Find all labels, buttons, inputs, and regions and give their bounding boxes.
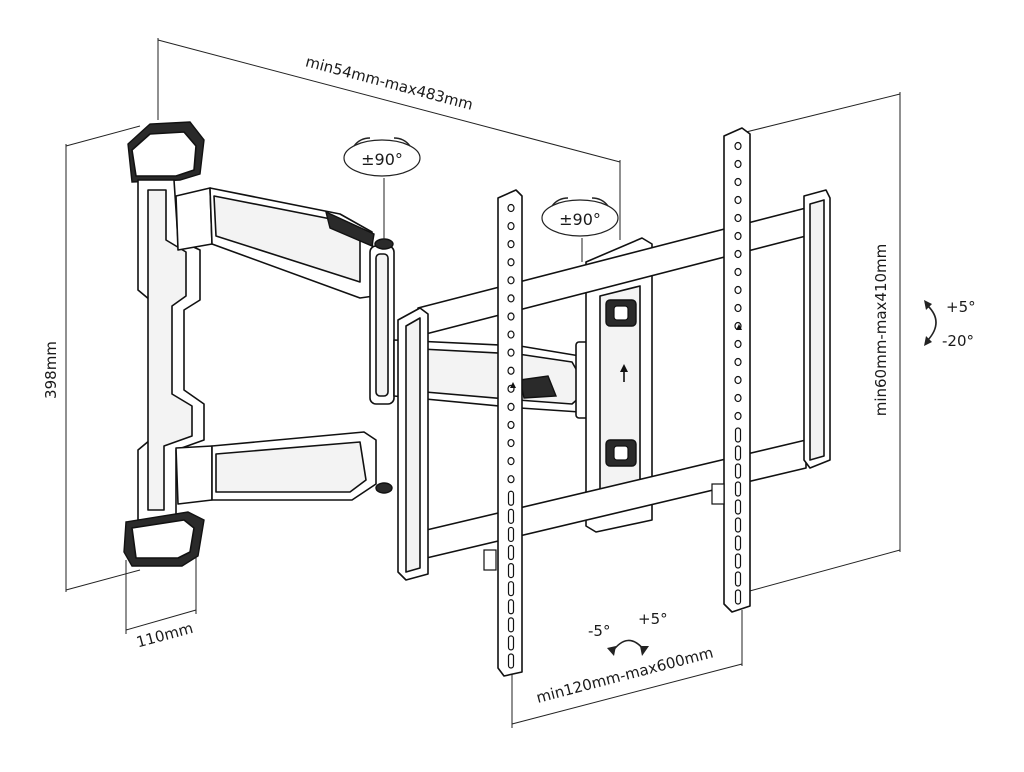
mounting-hole [734,249,742,259]
mounting-hole [734,177,742,187]
mounting-slot [734,589,742,605]
arm-extension-label: min54mm-max483mm [304,52,475,113]
mounting-slot [507,581,515,597]
vesa-horizontal-label: min120mm-max600mm [534,644,715,707]
mounting-hole [507,221,515,231]
tilt-down-label: -20° [942,332,974,350]
wall-plate [123,121,205,567]
mounting-hole [507,438,515,448]
mounting-slot [734,553,742,569]
mounting-hole [734,159,742,169]
mounting-hole [734,375,742,385]
tilt-head [581,237,653,533]
mounting-slot [734,499,742,515]
mounting-hole [507,348,515,357]
mounting-slot [734,481,742,497]
mounting-hole [734,285,742,295]
mounting-slot [507,599,515,615]
vertical-bracket-left [483,189,523,677]
mounting-hole [507,330,515,339]
mounting-hole [507,240,515,249]
swivel-head-badge: ±90° [541,197,619,237]
mounting-slot [507,617,515,633]
mounting-hole [507,312,515,321]
mounting-hole [507,258,515,267]
level-left-label: -5° [588,622,610,640]
mounting-hole [734,213,742,223]
mounting-slot [507,562,515,579]
mounting-slot [734,517,742,533]
mounting-hole [507,203,515,213]
mounting-hole [734,393,742,403]
mounting-hole [734,411,742,421]
mounting-slot [734,427,742,443]
tilt-up-label: +5° [946,298,976,316]
lower-arm [175,431,377,505]
swivel-arm-label: ±90° [361,150,403,169]
mounting-hole [507,402,515,411]
depth-label: 110mm [134,619,195,651]
mounting-hole [507,276,515,285]
mounting-hole [507,457,515,466]
mounting-hole [507,475,515,484]
mounting-slot [734,535,742,551]
height-label: 398mm [42,341,60,399]
mounting-hole [734,339,742,349]
mounting-hole [507,366,515,375]
mounting-slot [507,653,515,669]
swivel-head-label: ±90° [559,210,601,229]
vesa-vertical-label: min60mm-max410mm [872,244,890,417]
mounting-hole [734,195,742,205]
mounting-slot [507,526,515,543]
mounting-hole [507,294,515,303]
mounting-slot [734,571,742,587]
dimension-lines [65,38,901,728]
mounting-slot [507,544,515,561]
mounting-slot [734,445,742,461]
center-hinge [369,178,395,494]
upper-arm [175,187,375,299]
level-right-label: +5° [638,610,668,628]
tilt-arrow: +5° -20° [924,298,976,350]
mounting-hole [734,231,742,241]
mounting-slot [507,490,515,506]
vertical-bracket-right [711,127,751,613]
mounting-slot [507,635,515,651]
mounting-hole [734,303,742,313]
mounting-hole [507,420,515,430]
front-arm [393,339,601,419]
level-arrow: -5° +5° [588,610,668,656]
mounting-slot [734,463,742,479]
swivel-arm-badge: ±90° [343,137,421,177]
mounting-hole [734,267,742,277]
mounting-slot [507,508,515,524]
mounting-hole [734,141,742,151]
mounting-hole [734,357,742,367]
